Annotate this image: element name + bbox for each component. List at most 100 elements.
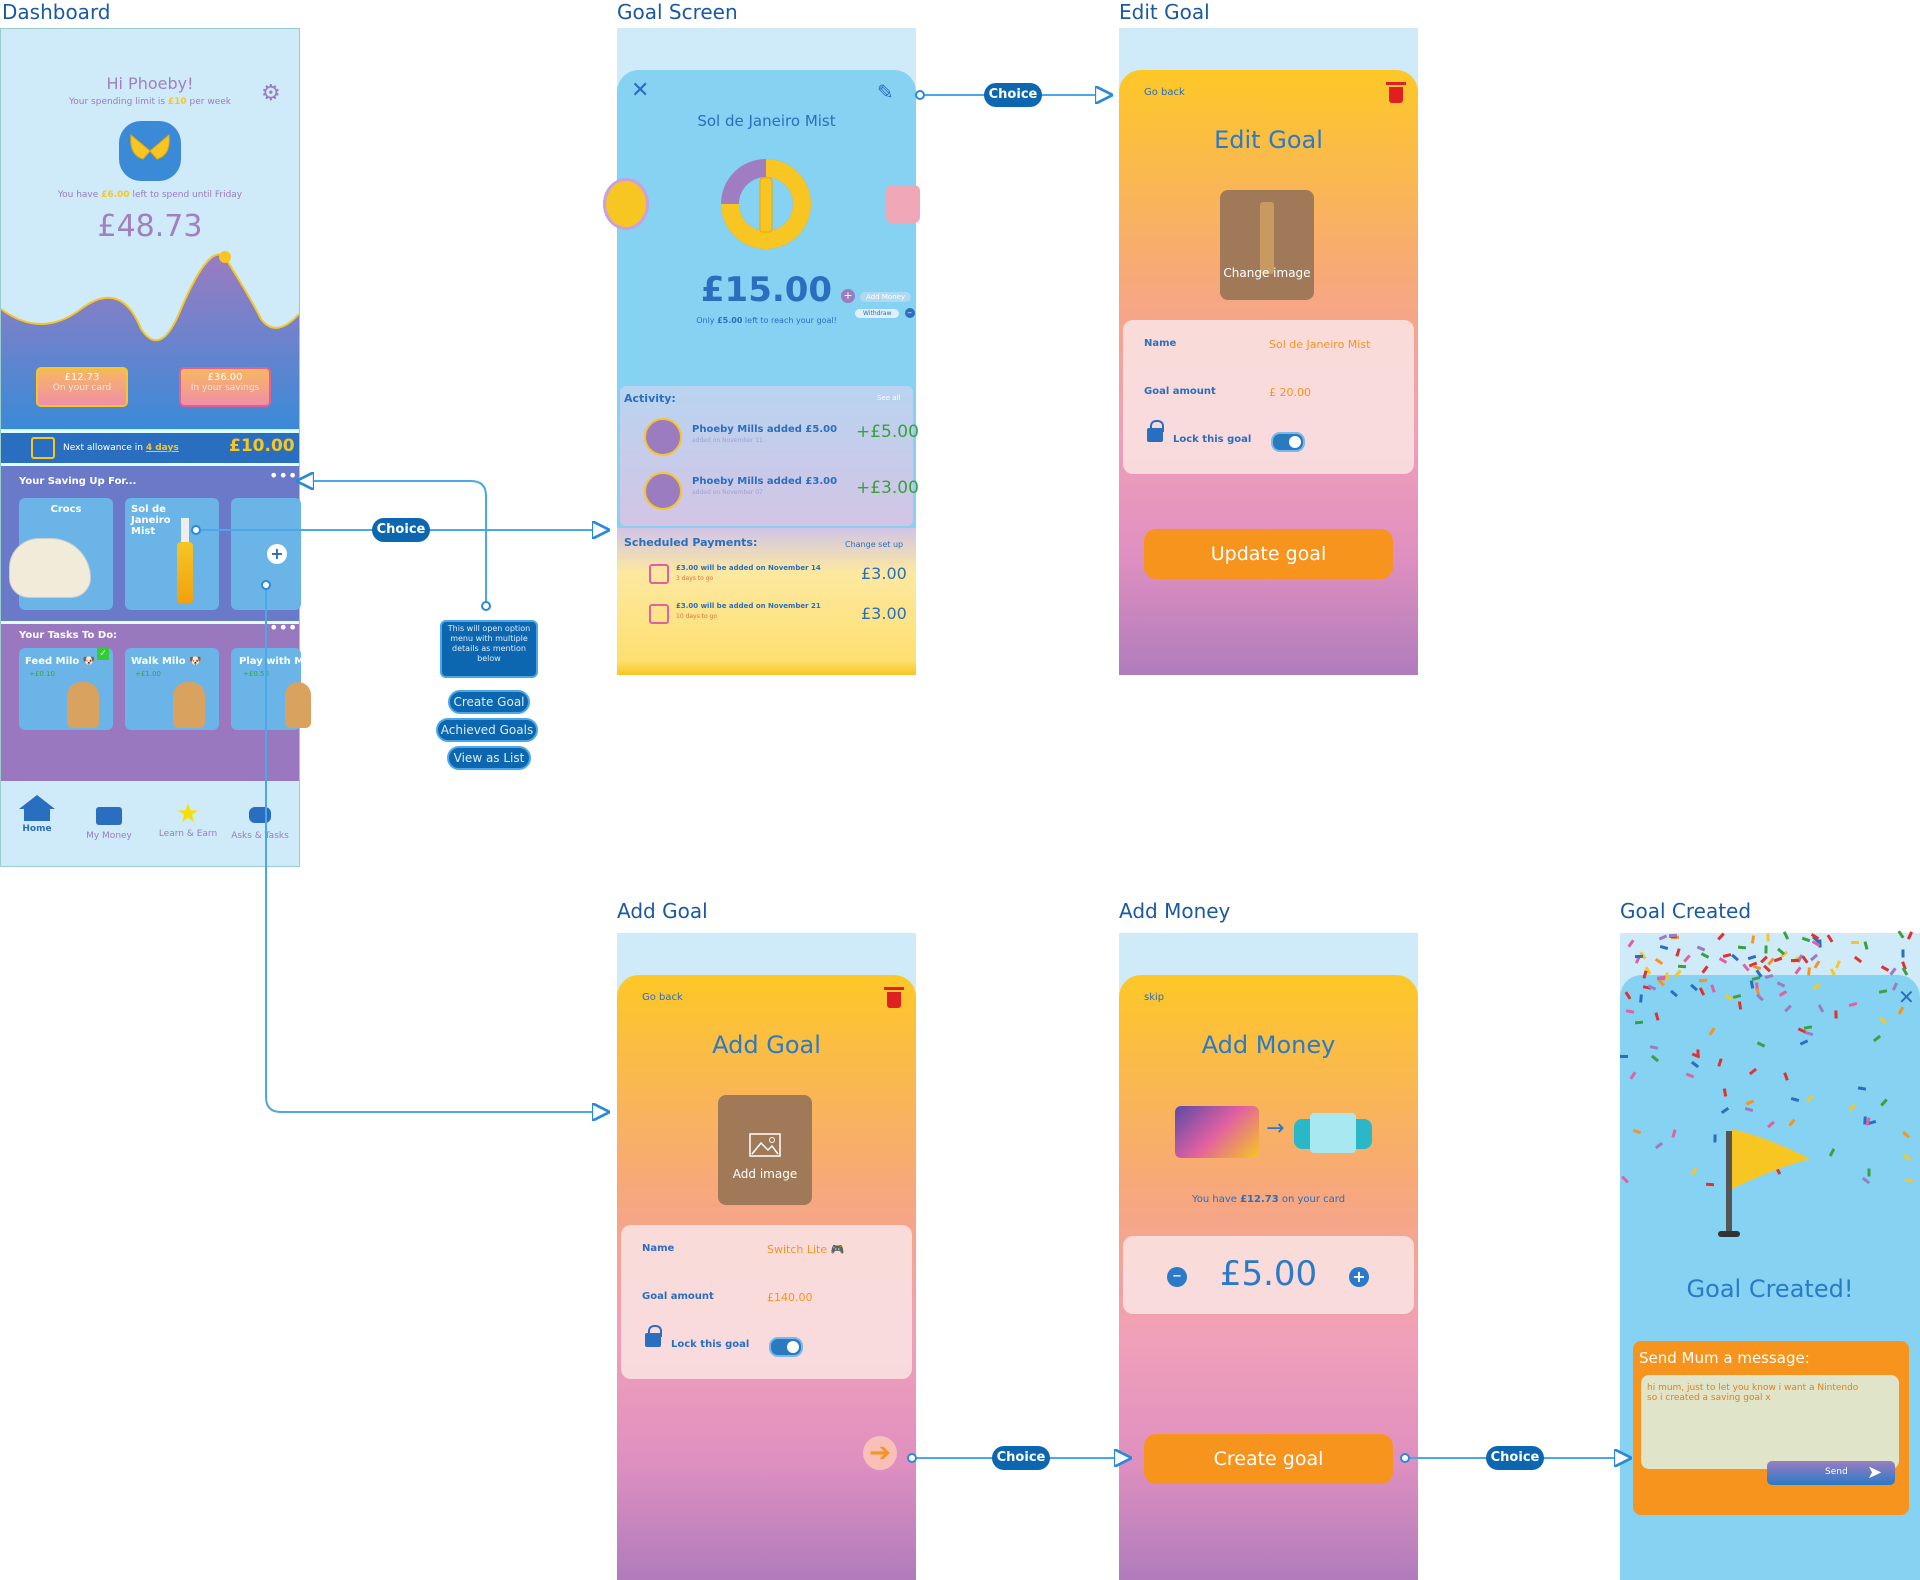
calendar-icon xyxy=(649,604,669,624)
crocs-image xyxy=(9,538,91,598)
add-money-button[interactable]: + Add Money xyxy=(841,284,912,303)
avatar[interactable] xyxy=(119,121,181,181)
message-title: Send Mum a message: xyxy=(1639,1349,1810,1367)
more-options-icon[interactable]: ••• xyxy=(269,618,298,637)
activity-row: Phoeby Mills added £5.00 added on Novemb… xyxy=(620,414,919,462)
goal-screen-title: Goal Screen xyxy=(617,0,738,24)
bank-card-image xyxy=(1175,1106,1259,1158)
spending-limit: Your spending limit is £10 per week xyxy=(68,97,232,107)
send-paper-plane-icon: ➤ xyxy=(1867,1462,1883,1483)
create-goal-button[interactable]: Create goal xyxy=(1144,1434,1393,1484)
name-field[interactable]: Sol de Janeiro Mist xyxy=(1269,338,1371,351)
goal-title: Sol de Janeiro Mist xyxy=(697,112,836,130)
mist-bottle-image xyxy=(177,542,193,604)
choice-label: Choice xyxy=(992,1446,1050,1470)
next-goal-thumb[interactable] xyxy=(886,185,920,223)
add-goal-heading: Add Goal xyxy=(712,1031,821,1059)
decrease-button[interactable]: – xyxy=(1167,1267,1187,1287)
puppy-image xyxy=(67,682,99,728)
goal-card-sol[interactable]: Sol de Janeiro Mist xyxy=(125,498,219,610)
add-image-button[interactable]: Add image xyxy=(718,1095,812,1205)
savings-balance-chip[interactable]: £36.00 In your savings xyxy=(179,367,271,407)
dashboard-title: Dashboard xyxy=(2,0,111,24)
flag-icon xyxy=(1712,1123,1832,1243)
greeting: Hi Phoeby! xyxy=(106,74,194,93)
edit-pencil-icon[interactable]: ✎ xyxy=(877,80,894,104)
more-options-icon[interactable]: ••• xyxy=(269,466,298,485)
goal-card-label: Sol de Janeiro Mist xyxy=(131,504,171,537)
add-money-screen: skip Add Money → You have £12.73 on your… xyxy=(1119,933,1418,1580)
goal-card-crocs[interactable]: Crocs xyxy=(9,498,113,610)
close-icon[interactable]: ✕ xyxy=(1898,985,1915,1009)
increase-button[interactable]: + xyxy=(1349,1267,1369,1287)
go-back-link[interactable]: Go back xyxy=(642,992,683,1003)
nav-home[interactable]: Home xyxy=(17,795,57,834)
delete-trash-icon[interactable] xyxy=(1386,82,1406,103)
lock-toggle[interactable] xyxy=(1271,432,1305,452)
balance: £48.73 xyxy=(97,209,203,244)
lock-label: Lock this goal xyxy=(671,1339,750,1350)
name-field[interactable]: Switch Lite 🎮 xyxy=(767,1243,845,1256)
goal-created-heading: Goal Created! xyxy=(1686,1275,1854,1303)
goal-screen: ✕ ✎ Sol de Janeiro Mist £15.00 + Add Mon… xyxy=(603,28,920,675)
bottom-nav: Home My Money ★ Learn & Earn Asks & Task… xyxy=(1,781,299,866)
puppy-image xyxy=(173,682,205,728)
scheduled-title: Scheduled Payments: xyxy=(624,536,758,549)
mist-bottle-image xyxy=(1260,202,1274,274)
saving-section-title: Your Saving Up For... xyxy=(19,476,137,487)
calendar-icon xyxy=(649,564,669,584)
choice-label: Choice xyxy=(1486,1446,1544,1470)
go-back-link[interactable]: Go back xyxy=(1144,87,1185,98)
goal-created-screen: ✕ Goal Created! Send Mum a message: hi m… xyxy=(1620,930,1920,1580)
amount-label: Goal amount xyxy=(642,1291,714,1302)
add-icon: + xyxy=(267,544,287,564)
remaining-text: Only £5.00 left to reach your goal! xyxy=(696,316,837,325)
puppy-image xyxy=(285,682,311,728)
card-balance-text: You have £12.73 on your card xyxy=(1191,1194,1346,1205)
message-input[interactable]: hi mum, just to let you know i want a Ni… xyxy=(1641,1375,1899,1469)
switch-console-image xyxy=(1294,1105,1372,1157)
butterfly-avatar-icon xyxy=(644,472,682,510)
activity-panel: Activity: See all Phoeby Mills added £5.… xyxy=(620,386,919,526)
amount-field[interactable]: £140.00 xyxy=(767,1291,813,1304)
goal-progress-ring xyxy=(721,159,811,249)
edit-form-panel: Name Sol de Janeiro Mist Goal amount £ 2… xyxy=(1123,320,1414,474)
task-card[interactable]: Walk Milo 🐶 +£1.00 xyxy=(125,648,219,730)
calendar-icon xyxy=(31,437,55,459)
choice-label: Choice xyxy=(372,518,430,542)
left-to-spend: You have £6.00 left to spend until Frida… xyxy=(57,190,243,200)
settings-gear-icon[interactable]: ⚙ xyxy=(261,81,281,106)
prev-goal-thumb[interactable] xyxy=(603,178,649,230)
task-card[interactable]: Feed Milo 🐶 +£0.10 ✓ xyxy=(19,648,113,730)
image-icon xyxy=(749,1133,781,1157)
nav-learn-earn[interactable]: ★ Learn & Earn xyxy=(153,801,223,839)
view-as-list-option[interactable]: View as List xyxy=(447,746,531,770)
butterfly-icon xyxy=(130,134,170,160)
card-balance-chip[interactable]: £12.73 On your card xyxy=(36,367,128,407)
close-icon[interactable]: ✕ xyxy=(631,78,650,103)
create-goal-option[interactable]: Create Goal xyxy=(448,690,530,714)
add-form-panel: Name Switch Lite 🎮 Goal amount £140.00 L… xyxy=(621,1225,912,1379)
withdraw-button[interactable]: Withdraw – xyxy=(855,300,915,319)
scheduled-panel: Scheduled Payments: Change set up £3.00 … xyxy=(617,528,916,675)
connector-more-to-menu xyxy=(298,481,487,606)
update-goal-button[interactable]: Update goal xyxy=(1144,529,1393,579)
amount-field[interactable]: £ 20.00 xyxy=(1269,386,1311,399)
achieved-goals-option[interactable]: Achieved Goals xyxy=(436,718,538,742)
home-icon xyxy=(19,795,55,809)
send-button[interactable]: Send ➤ xyxy=(1767,1461,1895,1485)
transfer-arrow-icon: → xyxy=(1266,1116,1285,1141)
minus-icon: – xyxy=(904,308,915,318)
delete-trash-icon[interactable] xyxy=(884,987,904,1008)
money-icon xyxy=(96,807,122,825)
nav-my-money[interactable]: My Money xyxy=(79,807,139,841)
lock-toggle[interactable] xyxy=(769,1337,803,1357)
see-all-link[interactable]: See all xyxy=(877,394,901,402)
change-setup-link[interactable]: Change set up xyxy=(845,540,904,549)
amount-label: Goal amount xyxy=(1144,386,1216,397)
allowance-amount: £10.00 xyxy=(229,436,295,456)
next-arrow-button[interactable]: ➔ xyxy=(863,1436,897,1470)
skip-link[interactable]: skip xyxy=(1144,992,1165,1003)
change-image-button[interactable]: Change image xyxy=(1220,190,1314,300)
